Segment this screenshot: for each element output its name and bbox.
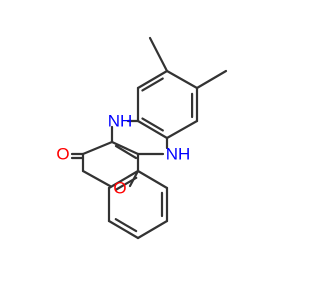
bond [165, 69, 199, 90]
ring-oxygen-label: O [113, 179, 126, 198]
bond [107, 219, 140, 240]
bond [81, 140, 114, 156]
aromatic-inner-bond [114, 176, 138, 191]
nh-label-upper: NH [108, 112, 133, 131]
bond [136, 69, 169, 90]
bond [165, 119, 199, 140]
bond [110, 140, 140, 156]
bond [81, 169, 112, 188]
carbonyl-oxygen-label: O [56, 145, 69, 164]
bond [136, 169, 169, 190]
aromatic-inner-bond [141, 77, 164, 92]
bond-layer [70, 36, 228, 240]
bond [136, 119, 169, 140]
aromatic-inner-bond [114, 218, 138, 233]
bond [107, 169, 140, 190]
bond [136, 219, 169, 240]
atom-label-layer: NH NH O O [56, 112, 190, 198]
molecule-svg: NH NH O O [56, 36, 228, 240]
methyl-bond-left [148, 36, 169, 73]
methyl-bond-right [195, 69, 228, 90]
structure-diagram: NH NH O O [56, 36, 228, 240]
aromatic-inner-bond [141, 117, 164, 132]
nh-label-lower: NH [166, 145, 191, 164]
bond-double [114, 144, 138, 160]
